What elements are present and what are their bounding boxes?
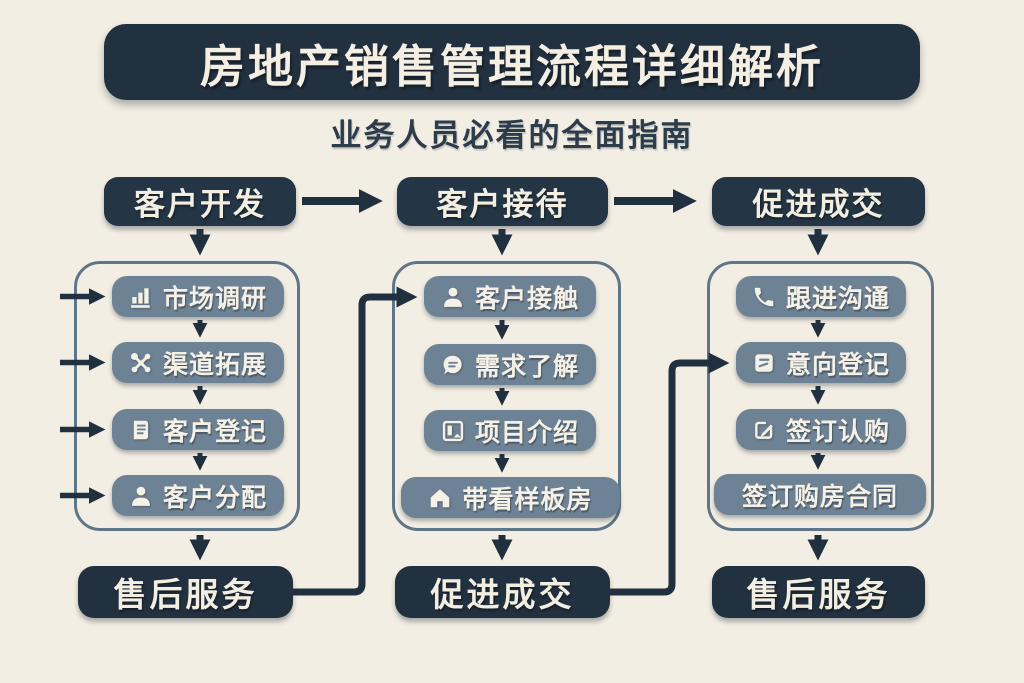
step-sign-purchase-contract: 签订购房合同 (714, 474, 926, 515)
step-intent-registration: 意向登记 (736, 342, 906, 383)
clipboard-icon (129, 418, 153, 442)
footer-after-sales-service-1: 售后服务 (78, 566, 293, 618)
document-arrow-icon (752, 351, 776, 375)
step-label: 客户分配 (162, 483, 267, 512)
footer-close-deal: 促进成交 (395, 566, 610, 618)
connector-footer1-to-col2-step1 (293, 286, 418, 596)
step-label: 需求了解 (474, 352, 579, 381)
phone-icon (752, 285, 776, 309)
step-label: 项目介绍 (474, 418, 579, 447)
step-label: 意向登记 (785, 350, 890, 379)
footer-label: 促进成交 (430, 576, 575, 613)
stage-header-label: 促进成交 (752, 187, 885, 222)
step-label: 跟进沟通 (785, 284, 890, 313)
step-label: 客户接触 (474, 284, 579, 313)
step-sign-subscription: 签订认购 (736, 409, 906, 450)
step-customer-assignment: 客户分配 (112, 475, 284, 516)
step-label: 市场调研 (162, 284, 267, 313)
step-market-research: 市场调研 (112, 276, 284, 317)
stage-header-customer-reception: 客户接待 (397, 177, 608, 226)
step-customer-registration: 客户登记 (112, 409, 284, 450)
stage-header-label: 客户接待 (436, 187, 569, 222)
connector-footer2-to-col3-step2 (610, 352, 730, 596)
footer-label: 售后服务 (746, 576, 891, 613)
step-label: 带看样板房 (462, 485, 593, 514)
sign-pen-icon (752, 418, 776, 442)
step-label: 渠道拓展 (162, 350, 267, 379)
stage-header-label: 客户开发 (134, 187, 266, 222)
bar-chart-icon (129, 285, 153, 309)
page-title: 房地产销售管理流程详细解析 (199, 40, 824, 92)
stage-header-customer-development: 客户开发 (104, 177, 296, 226)
step-needs-discovery: 需求了解 (424, 344, 596, 385)
title-banner: 房地产销售管理流程详细解析 (104, 24, 920, 100)
step-label: 签订购房合同 (741, 482, 898, 511)
home-icon (428, 486, 452, 510)
step-follow-up-communication: 跟进沟通 (736, 276, 906, 317)
step-label: 客户登记 (162, 417, 267, 446)
step-project-introduction: 项目介绍 (424, 410, 596, 451)
step-show-model-house: 带看样板房 (401, 477, 620, 518)
step-customer-contact: 客户接触 (424, 276, 596, 317)
user-icon (129, 484, 153, 508)
user-icon (441, 285, 465, 309)
building-plan-icon (441, 419, 465, 443)
step-label: 签订认购 (785, 417, 890, 446)
chat-bubble-icon (441, 353, 465, 377)
footer-label: 售后服务 (113, 576, 258, 613)
step-channel-expansion: 渠道拓展 (112, 342, 284, 383)
stage-header-close-deal: 促进成交 (712, 177, 925, 226)
footer-after-sales-service-2: 售后服务 (712, 566, 925, 618)
share-network-icon (129, 351, 153, 375)
page-subtitle: 业务人员必看的全面指南 (330, 118, 694, 153)
